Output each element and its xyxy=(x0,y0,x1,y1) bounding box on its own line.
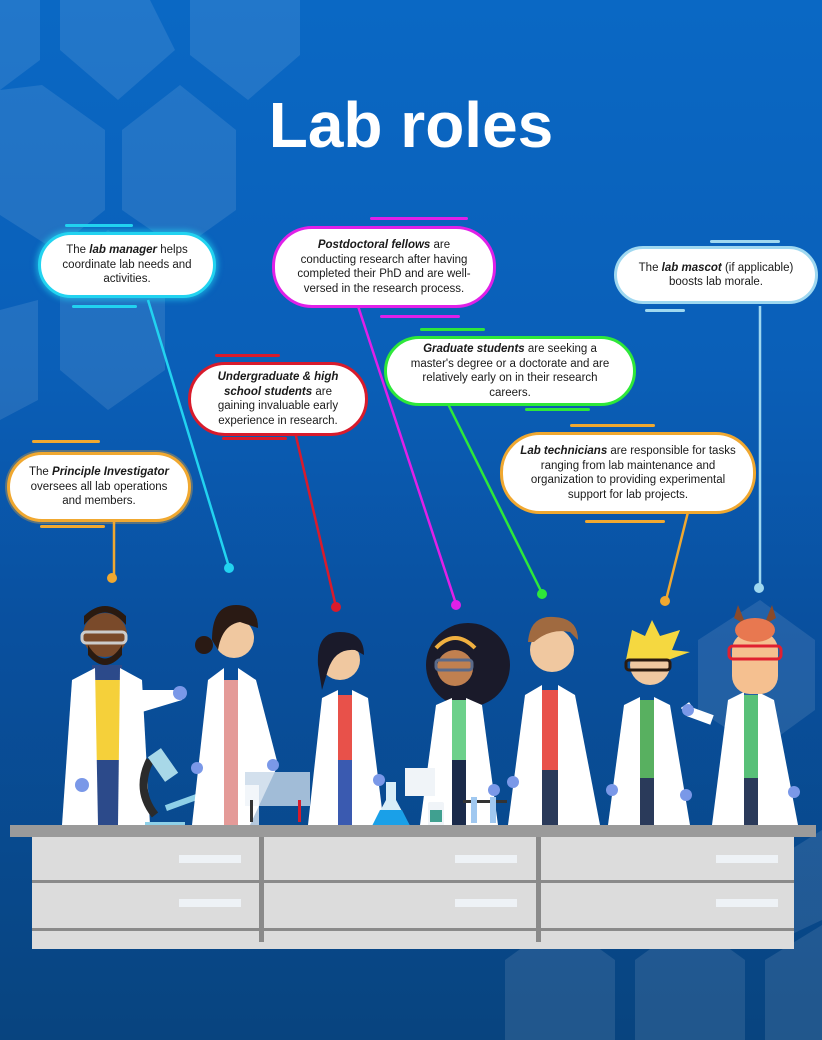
character-postdoc xyxy=(405,623,510,825)
callout-graduate: Graduate students are seeking a master's… xyxy=(384,336,636,406)
decor-dash xyxy=(215,354,280,357)
character-lab-technician xyxy=(606,620,692,825)
character-lab-mascot xyxy=(680,605,800,825)
callout-text: (if applicable) boosts lab morale. xyxy=(669,261,794,289)
callout-lab-technician: Lab technicians are responsible for task… xyxy=(500,432,756,514)
glassware-icon xyxy=(243,772,310,825)
role-name: Postdoctoral fellows xyxy=(317,239,431,251)
decor-dash xyxy=(40,525,105,528)
character-graduate xyxy=(507,616,600,825)
decor-dash xyxy=(585,520,665,523)
decor-dash xyxy=(222,437,287,440)
callout-text: helps coordinate lab needs and activitie… xyxy=(62,244,192,286)
decor-dash xyxy=(525,408,590,411)
decor-dash xyxy=(710,240,780,243)
role-name: Undergraduate & high school students xyxy=(217,371,339,398)
callout-text: The xyxy=(638,261,662,274)
callout-text: oversees all lab operations and members. xyxy=(30,480,168,508)
decor-dash xyxy=(420,328,485,331)
decor-dash xyxy=(570,424,655,427)
role-name: Graduate students xyxy=(423,343,525,355)
callout-text: are responsible for tasks ranging from l… xyxy=(530,445,736,501)
callout-text: are conducting research after having com… xyxy=(297,239,471,295)
character-undergraduate xyxy=(308,632,385,825)
page-title: Lab roles xyxy=(268,89,554,161)
microscope-icon xyxy=(139,748,200,826)
decor-dash xyxy=(72,305,137,308)
lab-bench xyxy=(10,825,816,949)
character-principle-investigator xyxy=(62,606,187,825)
callout-text: The xyxy=(29,466,53,479)
callout-text: are seeking a master's degree or a docto… xyxy=(410,343,610,399)
decor-dash xyxy=(32,440,100,443)
callout-undergraduate: Undergraduate & high school students are… xyxy=(188,362,368,436)
role-name: Principle Investigator xyxy=(52,466,169,479)
role-name: Lab technicians xyxy=(520,445,608,457)
callout-text: The xyxy=(66,244,90,257)
callout-text: are gaining invaluable early experience … xyxy=(217,385,339,427)
callout-lab-manager: The lab manager helps coordinate lab nee… xyxy=(38,232,216,298)
decor-dash xyxy=(380,315,460,318)
callout-lab-mascot: The lab mascot (if applicable) boosts la… xyxy=(614,246,818,304)
role-name: lab manager xyxy=(89,244,158,257)
decor-dash xyxy=(65,224,133,227)
callout-principle-investigator: The Principle Investigator oversees all … xyxy=(7,452,191,522)
role-name: lab mascot xyxy=(661,261,722,274)
decor-dash xyxy=(645,309,685,312)
callout-postdoc: Postdoctoral fellows are conducting rese… xyxy=(272,226,496,308)
decor-dash xyxy=(370,217,468,220)
flask-icon xyxy=(372,782,410,826)
